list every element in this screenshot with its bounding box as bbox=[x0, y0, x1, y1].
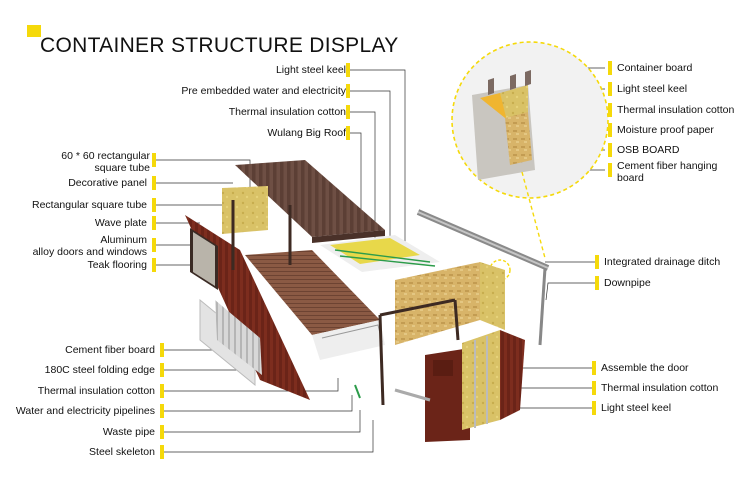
label-accent-bar bbox=[160, 445, 164, 459]
front-wall bbox=[185, 215, 310, 400]
label-accent-bar bbox=[608, 143, 612, 157]
pipelines bbox=[354, 384, 431, 402]
label-accent-bar bbox=[346, 126, 350, 140]
label-square-tube-60: 60 * 60 rectangular square tube bbox=[61, 150, 150, 174]
label-accent-bar bbox=[608, 61, 612, 75]
label-thermal-insulation-cotton-right: Thermal insulation cotton bbox=[617, 104, 735, 116]
label-accent-bar bbox=[152, 238, 156, 252]
label-accent-bar bbox=[608, 103, 612, 117]
label-aluminum-line2: alloy doors and windows bbox=[32, 246, 147, 258]
label-osb-board: OSB BOARD bbox=[617, 144, 680, 156]
label-aluminum-line1: Aluminum bbox=[100, 234, 147, 246]
label-accent-bar bbox=[595, 276, 599, 290]
label-accent-bar bbox=[592, 401, 596, 415]
label-thermal-insulation-cotton-left: Thermal insulation cotton bbox=[37, 385, 155, 397]
label-integrated-drainage-ditch: Integrated drainage ditch bbox=[604, 256, 721, 268]
label-waste-pipe: Waste pipe bbox=[102, 426, 155, 438]
label-downpipe: Downpipe bbox=[604, 277, 651, 289]
label-accent-bar bbox=[152, 198, 156, 212]
label-light-steel-keel-right-2: Light steel keel bbox=[601, 402, 672, 414]
label-accent-bar bbox=[152, 216, 156, 230]
label-thermal-insulation-cotton-right-2: Thermal insulation cotton bbox=[601, 382, 719, 394]
page-title: CONTAINER STRUCTURE DISPLAY bbox=[40, 34, 399, 57]
label-accent-bar bbox=[152, 153, 156, 167]
label-accent-bar bbox=[608, 123, 612, 137]
drainage-ditch bbox=[416, 209, 550, 346]
label-thermal-insulation-cotton-top: Thermal insulation cotton bbox=[228, 106, 346, 118]
cement-fiber-board bbox=[199, 298, 262, 387]
title-accent-mark bbox=[27, 25, 41, 37]
label-accent-bar bbox=[346, 63, 350, 77]
roof bbox=[235, 160, 440, 272]
label-accent-bar bbox=[152, 258, 156, 272]
label-cement-hanging-line2: board bbox=[617, 172, 644, 184]
label-accent-bar bbox=[160, 363, 164, 377]
label-container-board: Container board bbox=[617, 62, 693, 74]
label-steel-folding-edge: 180C steel folding edge bbox=[44, 364, 155, 376]
wall-detail-zoom bbox=[451, 41, 609, 281]
label-aluminum-doors-windows: Aluminum alloy doors and windows bbox=[33, 234, 147, 258]
steel-skeleton bbox=[231, 200, 460, 406]
label-cement-fiber-board: Cement fiber board bbox=[65, 344, 155, 356]
label-cement-fiber-hanging-board: Cement fiber hanging board bbox=[617, 160, 717, 184]
label-wave-plate: Wave plate bbox=[94, 217, 147, 229]
label-accent-bar bbox=[592, 381, 596, 395]
label-pre-embedded: Pre embedded water and electricity bbox=[181, 85, 346, 97]
label-rectangular-square-tube: Rectangular square tube bbox=[32, 199, 147, 211]
label-square-tube-60-line1: 60 * 60 rectangular bbox=[61, 150, 150, 162]
label-assemble-door: Assemble the door bbox=[601, 362, 689, 374]
label-teak-flooring: Teak flooring bbox=[87, 259, 147, 271]
label-water-electricity-pipelines: Water and electricity pipelines bbox=[15, 405, 155, 417]
label-accent-bar bbox=[160, 384, 164, 398]
top-leader-lines bbox=[350, 69, 406, 250]
label-accent-bar bbox=[160, 404, 164, 418]
label-accent-bar bbox=[346, 105, 350, 119]
label-accent-bar bbox=[152, 176, 156, 190]
label-moisture-proof-paper: Moisture proof paper bbox=[617, 124, 714, 136]
label-cement-hanging-line1: Cement fiber hanging bbox=[617, 160, 718, 172]
label-decorative-panel: Decorative panel bbox=[68, 177, 147, 189]
label-wulang-big-roof: Wulang Big Roof bbox=[267, 127, 346, 139]
label-light-steel-keel-right: Light steel keel bbox=[617, 83, 688, 95]
label-accent-bar bbox=[160, 425, 164, 439]
label-accent-bar bbox=[608, 163, 612, 177]
label-accent-bar bbox=[592, 361, 596, 375]
label-light-steel-keel-top: Light steel keel bbox=[275, 64, 346, 76]
label-square-tube-60-line2: square tube bbox=[94, 162, 150, 174]
label-accent-bar bbox=[608, 82, 612, 96]
end-door bbox=[425, 330, 525, 442]
label-accent-bar bbox=[346, 84, 350, 98]
label-steel-skeleton: Steel skeleton bbox=[89, 446, 155, 458]
label-accent-bar bbox=[160, 343, 164, 357]
label-accent-bar bbox=[595, 255, 599, 269]
